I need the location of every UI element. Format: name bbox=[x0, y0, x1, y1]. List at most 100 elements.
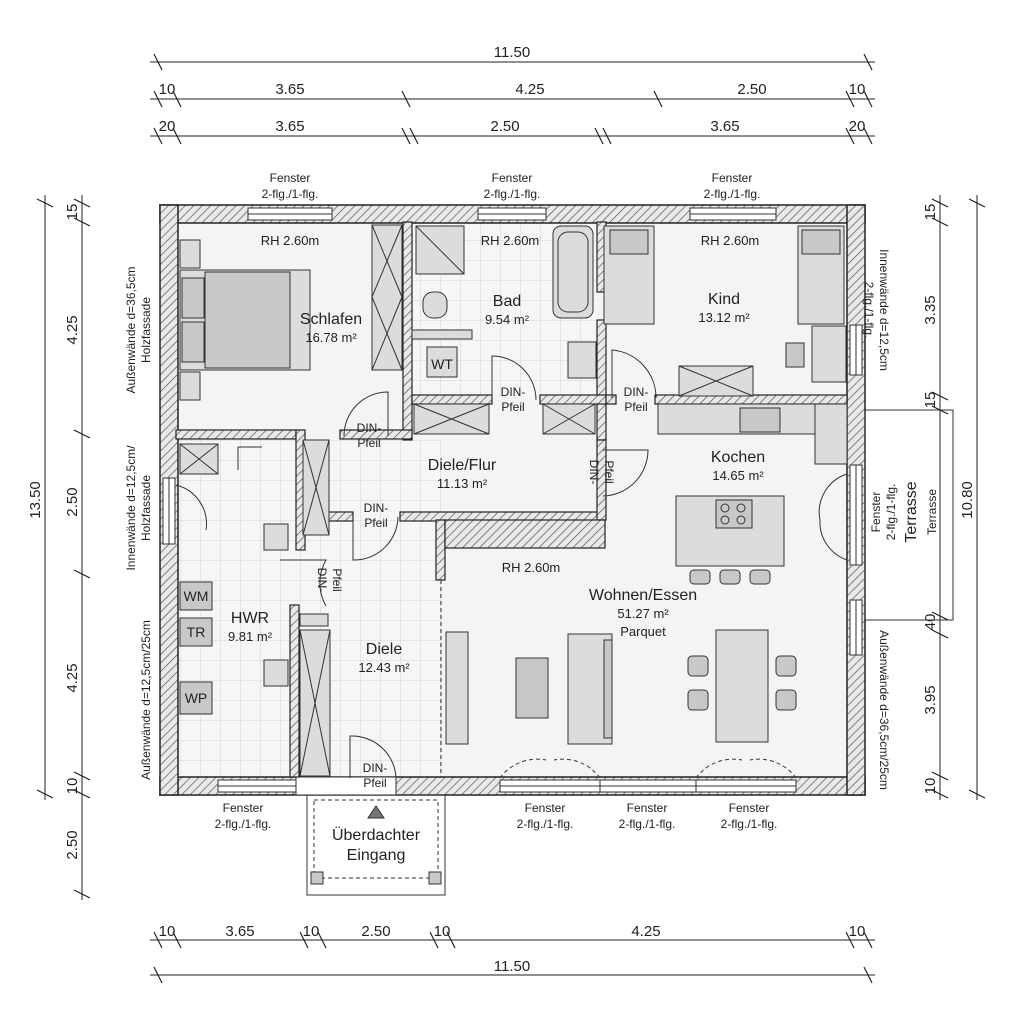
dim-left-3: 2.50 bbox=[64, 487, 81, 516]
dim-bottom-total: 11.50 bbox=[494, 958, 530, 975]
dim-right-2: 3.35 bbox=[922, 295, 939, 324]
bathtub bbox=[552, 225, 594, 319]
wall-note-left-mid: Innenwände d=12,5cm/ bbox=[124, 445, 138, 571]
desk bbox=[811, 325, 847, 383]
dim-left-1: 15 bbox=[64, 204, 81, 221]
room-height: RH 2.60m bbox=[261, 233, 320, 248]
cooktop bbox=[715, 499, 753, 529]
dim-bottom-1: 10 bbox=[159, 923, 176, 940]
dim-right-4: 40 bbox=[922, 614, 939, 631]
room-area-hwr: 9.81 m² bbox=[228, 629, 273, 644]
room-area-kochen: 14.65 m² bbox=[712, 468, 764, 483]
appliance-labels: WT WM TR WP bbox=[184, 356, 454, 706]
wall-note-left-mid-2: Holzfassade bbox=[139, 475, 153, 541]
door-label: Pfeil bbox=[357, 436, 380, 450]
boiler bbox=[263, 523, 289, 551]
dim-top-total: 11.50 bbox=[494, 44, 530, 61]
window-labels: Fenster 2-flg./1-flg. Fenster 2-flg./1-f… bbox=[215, 171, 778, 831]
wardrobe bbox=[371, 224, 403, 371]
wall-note-left-top: Außenwände d=36,5cm bbox=[124, 266, 138, 393]
dim-right-1: 15 bbox=[922, 204, 939, 221]
dining-table bbox=[715, 629, 769, 743]
dim-right-5: 3.95 bbox=[922, 685, 939, 714]
dim-right-6: 10 bbox=[922, 778, 939, 795]
heater bbox=[263, 659, 289, 687]
dim-top2-2: 3.65 bbox=[275, 118, 304, 135]
wall-notes: Außenwände d=36,5cm Holzfassade Innenwän… bbox=[124, 249, 891, 790]
dimension-lines bbox=[36, 53, 986, 984]
appliance-tr: TR bbox=[187, 624, 206, 640]
dim-bottom-7: 10 bbox=[849, 923, 866, 940]
room-labels: Schlafen 16.78 m² Bad 9.54 m² Kind 13.12… bbox=[228, 291, 765, 675]
wall-note-left-bottom: Außenwände d=12,5cm/25cm bbox=[139, 620, 153, 780]
window-type: 2-flg./1-flg. bbox=[619, 817, 676, 831]
terrace-label-small: Terrasse bbox=[925, 489, 939, 535]
window-type: 2-flg./1-flg. bbox=[517, 817, 574, 831]
washer-box bbox=[426, 346, 458, 378]
dim-left-4: 4.25 bbox=[64, 663, 81, 692]
door-label: Pfeil bbox=[330, 568, 344, 591]
window-label: Fenster bbox=[270, 171, 311, 185]
door-label: DIN- bbox=[315, 568, 329, 593]
entrance-line1: Überdachter bbox=[332, 826, 421, 844]
room-area-bad: 9.54 m² bbox=[485, 312, 530, 327]
chair bbox=[785, 342, 805, 368]
window-label: Fenster bbox=[492, 171, 533, 185]
dim-bottom-6: 4.25 bbox=[631, 923, 660, 940]
sink bbox=[739, 407, 781, 433]
coffee-table bbox=[515, 657, 549, 719]
room-area-schlafen: 16.78 m² bbox=[305, 330, 357, 345]
door-label: DIN- bbox=[501, 385, 526, 399]
room-height: RH 2.60m bbox=[502, 560, 561, 575]
covered-entrance bbox=[306, 794, 446, 896]
dim-top2-3: 2.50 bbox=[490, 118, 519, 135]
door-labels: DIN- Pfeil DIN- Pfeil DIN- Pfeil DIN- Pf… bbox=[315, 385, 648, 790]
room-name-kind: Kind bbox=[708, 291, 740, 308]
dim-bottom-5: 10 bbox=[434, 923, 451, 940]
door-label: Pfeil bbox=[363, 776, 386, 790]
room-name-hwr: HWR bbox=[231, 610, 269, 627]
room-height: RH 2.60m bbox=[481, 233, 540, 248]
wall-note-right-top: Innenwände d=12,5cm bbox=[877, 249, 891, 371]
room-height: RH 2.60m bbox=[701, 233, 760, 248]
window-type: 2-flg./1-flg. bbox=[215, 817, 272, 831]
door-label: Pfeil bbox=[602, 460, 616, 483]
terrace-window-type: 2-flg./1-flg. bbox=[884, 484, 898, 541]
dim-top-3: 4.25 bbox=[515, 81, 544, 98]
dim-right-total: 10.80 bbox=[959, 481, 976, 519]
dim-left-total: 13.50 bbox=[27, 481, 44, 519]
room-name-diele: Diele bbox=[366, 641, 403, 658]
terrace bbox=[864, 409, 954, 621]
tv-unit bbox=[445, 631, 469, 745]
room-area-kind: 13.12 m² bbox=[698, 310, 750, 325]
window-label: Fenster bbox=[729, 801, 770, 815]
terrace-labels: Fenster 2-flg./1-flg. Terrasse Terrasse bbox=[869, 481, 939, 542]
room-area-wohnen: 51.27 m² bbox=[617, 606, 669, 621]
terrace-label: Terrasse bbox=[903, 481, 920, 542]
wall-note-right-bottom: Außenwände d=36,5cm/25cm bbox=[877, 630, 891, 790]
wall-note-right-top-2: 2-flg./1-flg. bbox=[862, 282, 876, 339]
dim-top-2: 3.65 bbox=[275, 81, 304, 98]
room-name-wohnen: Wohnen/Essen bbox=[589, 587, 697, 604]
window-type: 2-flg./1-flg. bbox=[484, 187, 541, 201]
doors bbox=[175, 349, 848, 779]
shoe-rack bbox=[299, 613, 329, 627]
dim-left-2: 4.25 bbox=[64, 315, 81, 344]
terrace-window-label: Fenster bbox=[869, 492, 883, 533]
entrance-line2: Eingang bbox=[347, 847, 406, 864]
window-label: Fenster bbox=[525, 801, 566, 815]
washbasin bbox=[567, 341, 597, 379]
door-label: DIN- bbox=[364, 501, 389, 515]
room-area-diele: 12.43 m² bbox=[358, 660, 410, 675]
dim-right-3: 15 bbox=[922, 392, 939, 409]
dimension-labels: 11.50 10 3.65 4.25 2.50 10 20 3.65 2.50 … bbox=[27, 44, 976, 975]
dim-bottom-3: 10 bbox=[303, 923, 320, 940]
room-name-kochen: Kochen bbox=[711, 449, 765, 466]
appliance-wt: WT bbox=[431, 356, 453, 372]
dim-left-5: 10 bbox=[64, 778, 81, 795]
window-label: Fenster bbox=[627, 801, 668, 815]
entrance-arrow-icon bbox=[367, 805, 385, 819]
exterior-openings bbox=[162, 207, 863, 796]
room-floor-note: Parquet bbox=[620, 624, 666, 639]
furniture bbox=[179, 224, 848, 777]
